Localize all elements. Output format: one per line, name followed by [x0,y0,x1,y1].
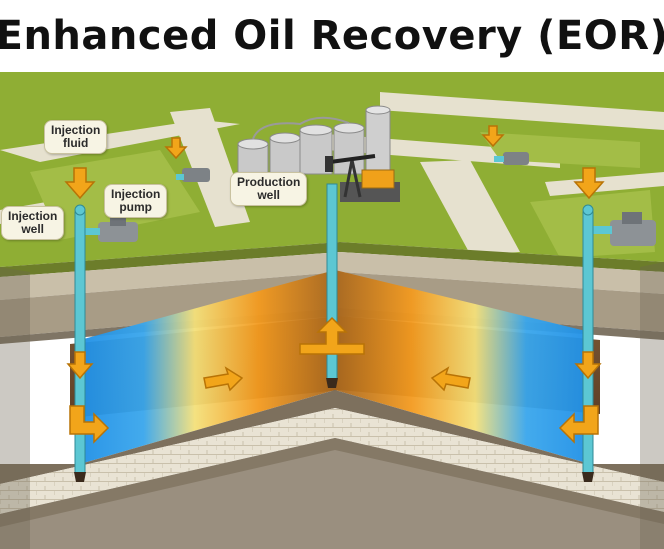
lower-rock [0,262,664,549]
production-well-label: Production well [230,172,308,206]
tank-icon [237,105,391,181]
injection-well-left [74,204,86,482]
right-arrow-icon [69,405,110,444]
right-arrow-icon [203,366,244,392]
left-arrow-icon [430,366,471,392]
injection-pump-label: Injection pump [104,184,168,218]
production-well [326,183,338,388]
down-arrow-icon [64,167,96,200]
down-arrow-icon [574,351,602,380]
injection-well-right [582,204,594,482]
reservoir [80,270,590,464]
down-arrow-icon [573,167,605,200]
pump-icon [82,152,656,246]
down-arrow-icon [481,125,505,148]
down-arrow-icon [66,351,94,380]
page-title: Enhanced Oil Recovery (EOR) [0,13,664,59]
left-arrow-icon [558,405,599,444]
down-arrow-icon [164,137,188,160]
up-arrow-icon [299,316,365,355]
eor-diagram [0,72,664,549]
injection-fluid-label: Injection fluid [44,120,108,154]
injection-well-label: Injection well [1,206,65,240]
pumpjack-icon [325,154,400,202]
